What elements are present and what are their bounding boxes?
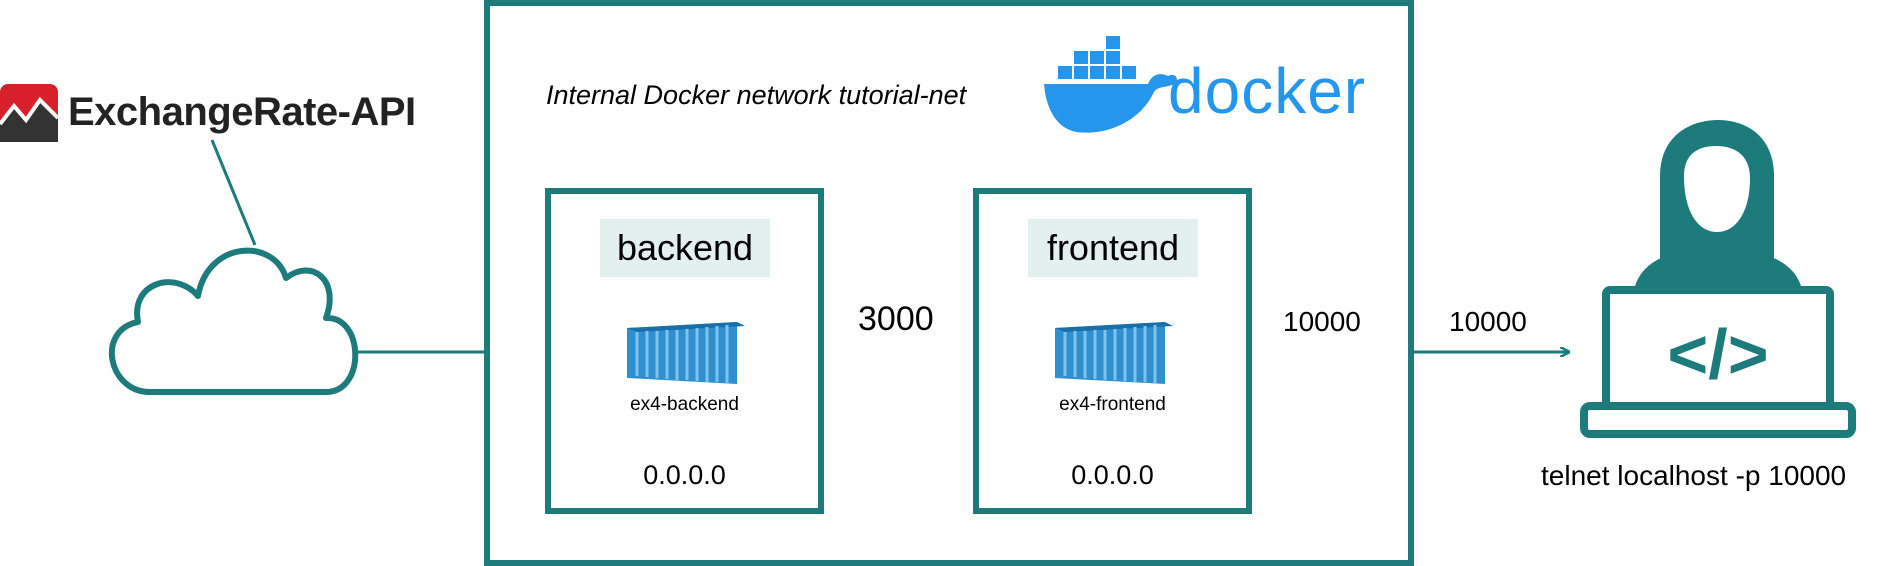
backend-container-box: backend ex4-backend 0.0.0.0 [545,188,824,514]
docker-wordmark: docker [1168,55,1367,127]
container-icon [1055,322,1173,384]
container-icon [627,322,745,384]
frontend-address: 0.0.0.0 [1071,460,1154,490]
exchangerate-logo-icon [0,84,60,142]
frontend-image-name: ex4-frontend [1059,394,1166,415]
exchangerate-logo-text: ExchangeRate-API [68,90,416,134]
port-host-label: 10000 [1449,306,1527,337]
docker-logo: docker [1040,36,1380,136]
code-glyph: </> [1667,315,1768,393]
logo-to-cloud-line [210,139,257,246]
backend-image-name: ex4-backend [630,394,739,415]
backend-title: backend [600,219,770,277]
port-exposed-label: 10000 [1283,306,1361,337]
client-command: telnet localhost -p 10000 [1541,460,1847,491]
port-internal-label: 3000 [858,300,934,338]
exchangerate-logo: ExchangeRate-API [0,84,420,144]
backend-address: 0.0.0.0 [643,460,726,490]
docker-whale-icon [1044,36,1177,133]
frontend-container-box: frontend ex4-frontend 0.0.0.0 [973,188,1252,514]
network-label: Internal Docker network tutorial-net [546,80,967,110]
frontend-title: frontend [1028,219,1198,277]
